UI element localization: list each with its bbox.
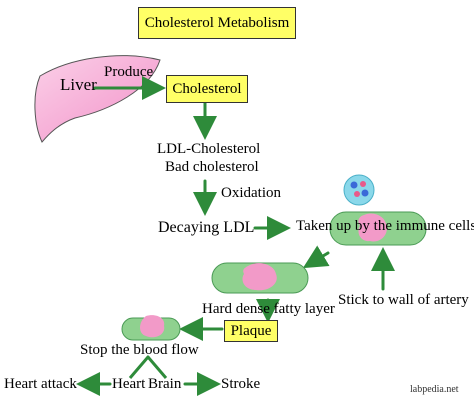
title-box: Cholesterol Metabolism (138, 7, 296, 39)
taken-up-label: Taken up by the immune cells (296, 218, 474, 234)
bad-cholesterol-label: Bad cholesterol (165, 159, 259, 175)
branch-lines (128, 355, 168, 379)
cholesterol-label: Cholesterol (172, 80, 242, 97)
produce-label: Produce (104, 64, 154, 80)
artery-vessel-right (329, 211, 427, 246)
arrow-vessel-to-vessel (302, 245, 330, 269)
oxidation-label: Oxidation (221, 185, 281, 201)
liver-label: Liver (60, 75, 97, 94)
brain-label: Brain (148, 376, 182, 392)
stop-blood-flow-label: Stop the blood flow (80, 342, 199, 358)
immune-cell-icon (343, 174, 375, 206)
heart-label: Heart (112, 376, 146, 392)
cholesterol-box: Cholesterol (166, 75, 248, 103)
artery-vessel-small (121, 315, 181, 341)
stick-to-wall-label: Stick to wall of artery (338, 292, 469, 308)
stroke-label: Stroke (221, 376, 261, 392)
diagram-title: Cholesterol Metabolism (144, 14, 290, 31)
artery-vessel-middle (211, 262, 309, 294)
hard-dense-label: Hard dense fatty layer (202, 301, 335, 317)
heart-attack-label: Heart attack (4, 376, 77, 392)
decaying-ldl-label: Decaying LDL (158, 219, 255, 236)
ldl-cholesterol-label: LDL-Cholesterol (157, 141, 261, 157)
plaque-label: Plaque (230, 322, 272, 339)
plaque-box: Plaque (224, 320, 278, 342)
watermark: labpedia.net (410, 384, 459, 395)
liver-shape (34, 55, 161, 143)
